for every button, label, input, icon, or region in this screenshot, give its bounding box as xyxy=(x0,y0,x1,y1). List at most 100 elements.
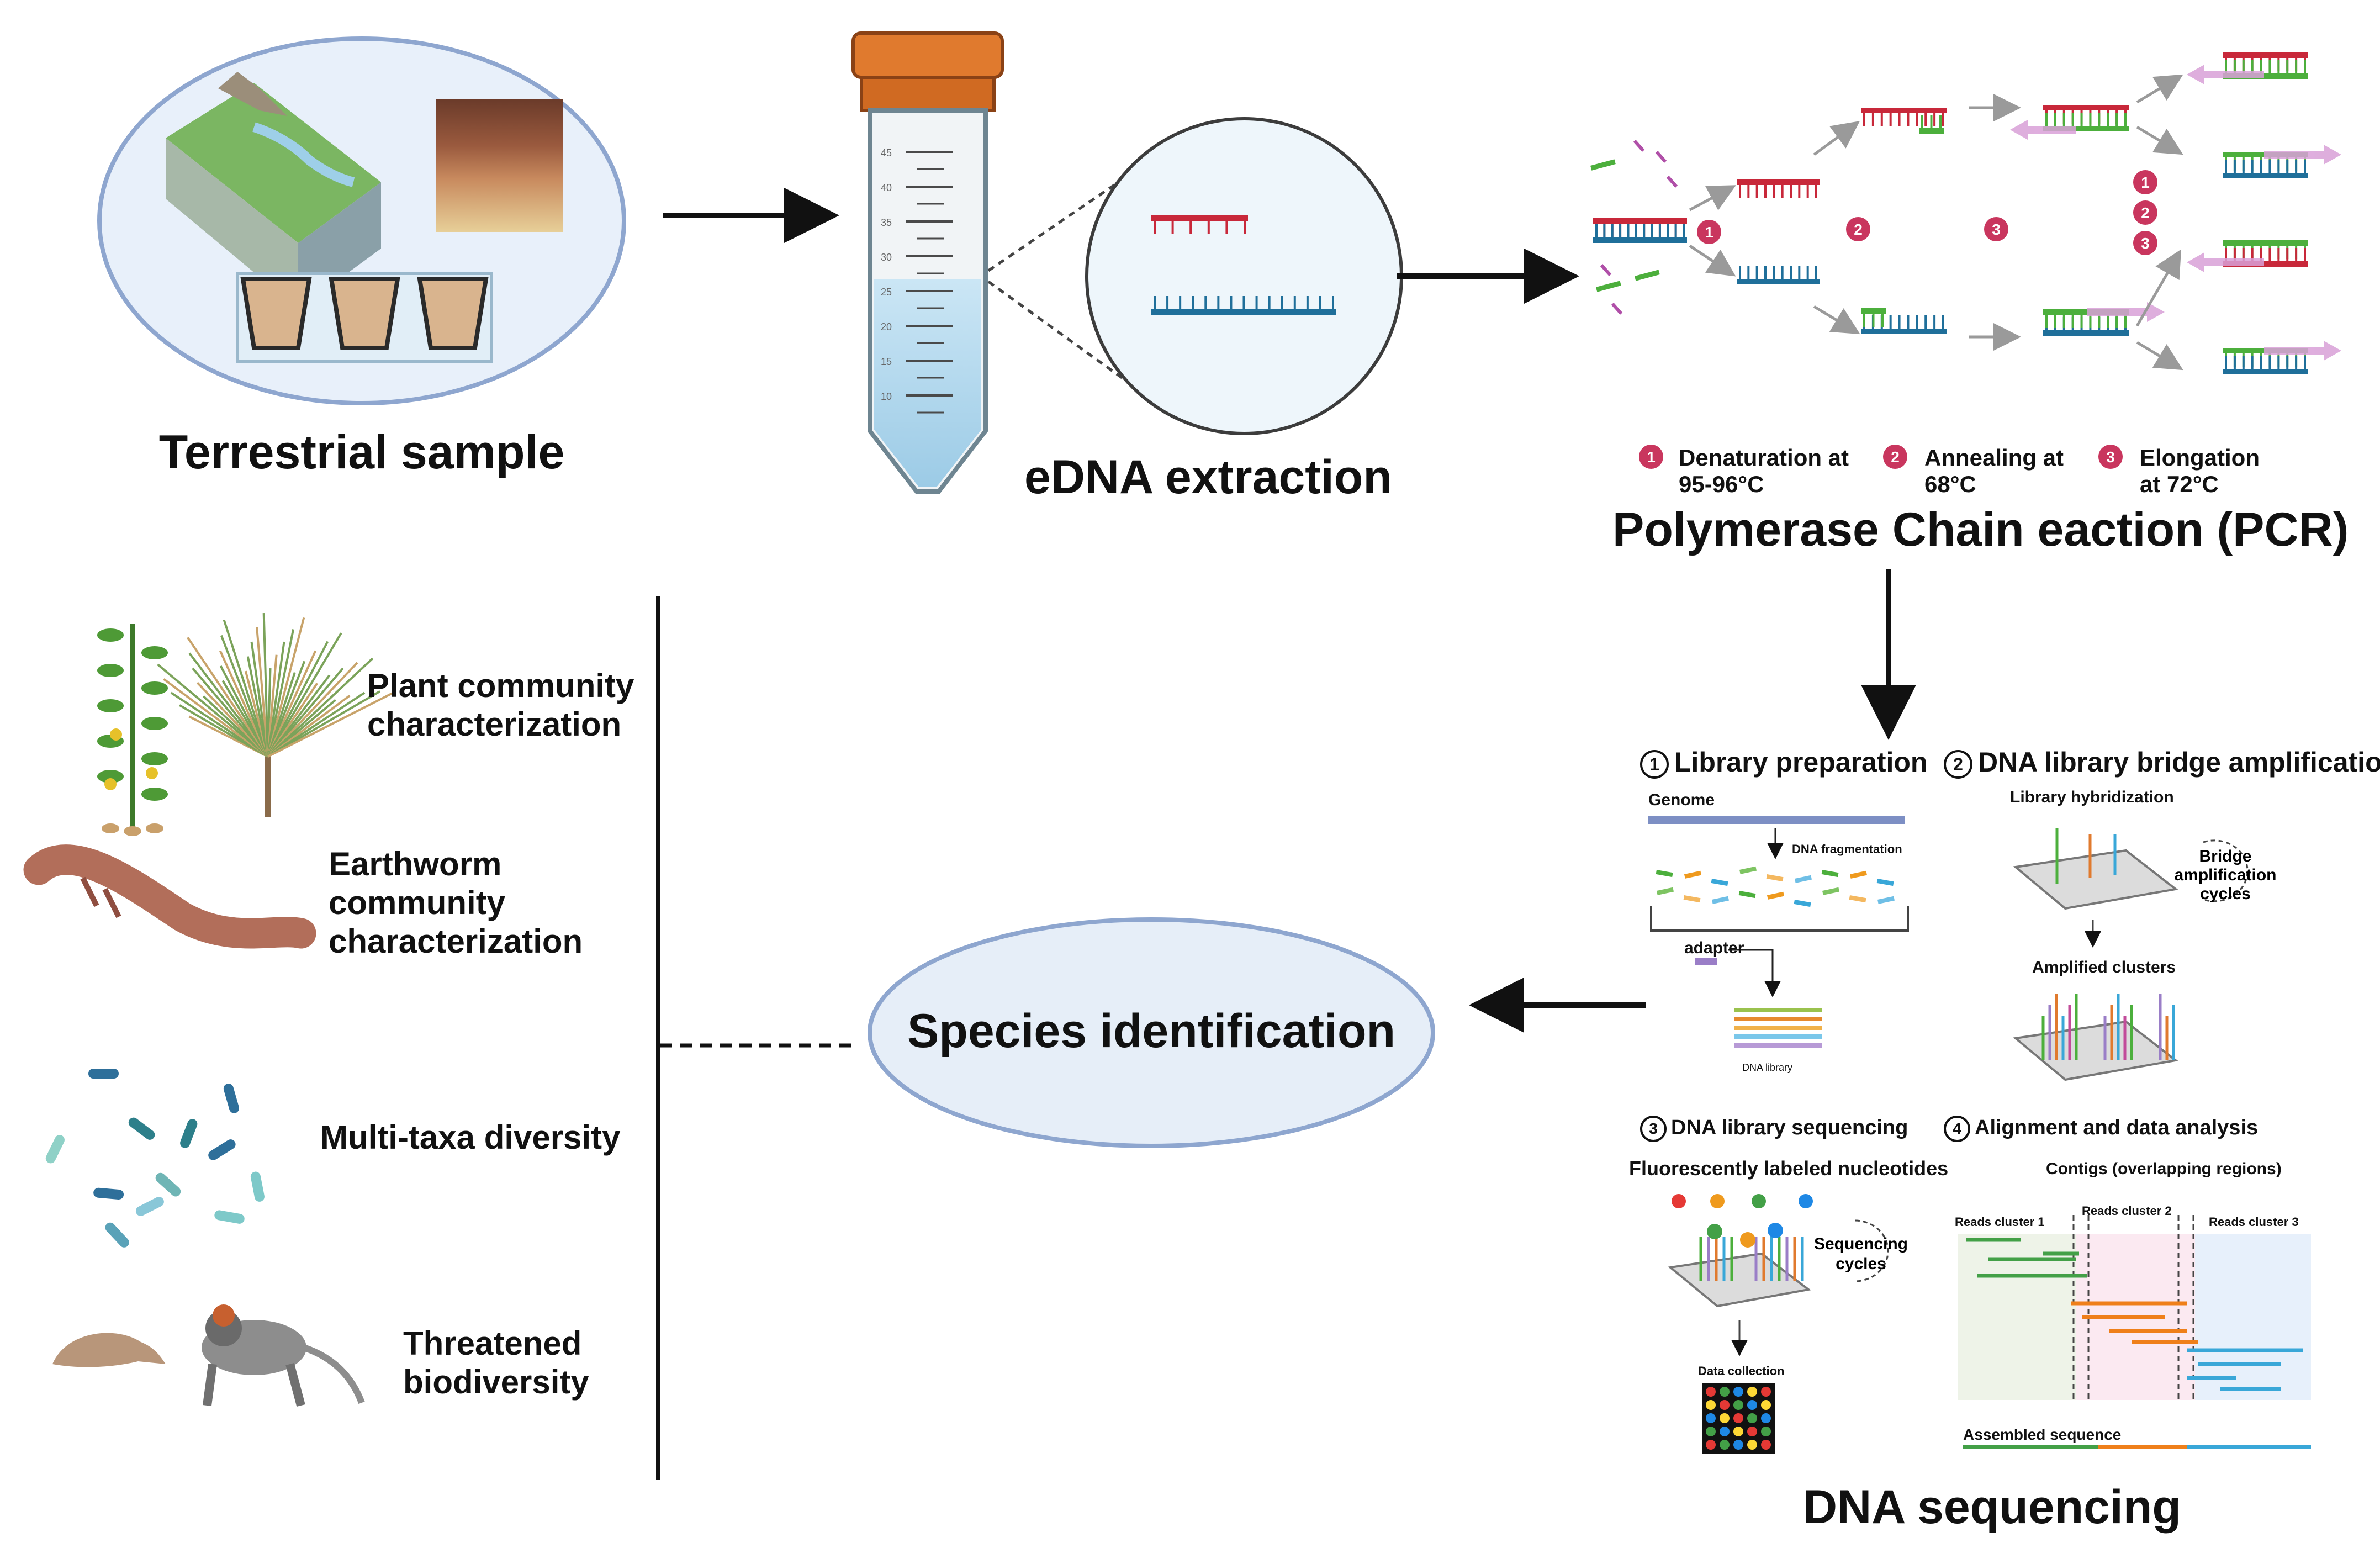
data-spot xyxy=(1761,1440,1771,1450)
flow-arrow xyxy=(1689,185,1736,212)
svg-text:2: 2 xyxy=(1891,448,1900,466)
data-spot xyxy=(1720,1413,1730,1423)
microbe xyxy=(155,1172,181,1197)
pangolin-icon xyxy=(52,1333,166,1367)
template-red xyxy=(1593,218,1687,237)
data-spot xyxy=(1720,1440,1730,1450)
dna-fragment xyxy=(1684,870,1702,879)
data-spot xyxy=(1733,1413,1743,1423)
step-marker-2: 2 xyxy=(1846,217,1870,241)
elongation-arrow xyxy=(2187,252,2264,272)
library-fragment xyxy=(1734,1043,1822,1048)
free-nucleotide xyxy=(1600,264,1612,276)
dna-fragment xyxy=(1711,879,1728,886)
flow-arrow xyxy=(2135,249,2181,327)
svg-text:3: 3 xyxy=(2141,235,2150,252)
primer-green xyxy=(1919,115,1944,134)
reads-cluster-1: Reads cluster 1 xyxy=(1955,1215,2045,1229)
tube-tick-label: 20 xyxy=(881,321,892,332)
step-marker-1: 1 xyxy=(1639,445,1663,469)
svg-text:1: 1 xyxy=(1647,448,1656,466)
data-spot xyxy=(1733,1400,1743,1410)
tube-tick-label: 45 xyxy=(881,147,892,159)
leaf xyxy=(97,628,124,642)
free-primer xyxy=(1634,270,1660,281)
data-spot xyxy=(1747,1440,1757,1450)
contigs-label: Contigs (overlapping regions) xyxy=(2046,1160,2282,1178)
red-strand xyxy=(1151,215,1248,234)
dna-fragment xyxy=(1877,896,1895,904)
leaf xyxy=(97,664,124,677)
flow-arrow xyxy=(2136,125,2183,155)
dna-fragment xyxy=(1795,875,1812,883)
twig xyxy=(256,627,269,757)
twig xyxy=(267,690,381,758)
data-spot xyxy=(1733,1427,1743,1436)
elongation-arrow xyxy=(2187,65,2264,84)
microbe xyxy=(105,1222,129,1248)
svg-text:1: 1 xyxy=(1705,224,1713,241)
plant-icon xyxy=(97,613,396,836)
twig xyxy=(267,617,305,757)
twig xyxy=(267,690,396,758)
flow-arrow xyxy=(2136,341,2183,371)
dna-fragment xyxy=(1821,870,1839,878)
step-marker-2: 2 xyxy=(1883,445,1907,469)
bridge-amplification-graphic xyxy=(2013,828,2249,1081)
microbe xyxy=(180,1119,198,1148)
free-nucleotide xyxy=(1611,303,1623,315)
alignment-graphic xyxy=(1958,1215,2311,1449)
step-marker-3: 3 xyxy=(2133,231,2157,255)
dna-fragment xyxy=(1876,879,1894,886)
microbe xyxy=(208,1139,236,1160)
denatured-red xyxy=(1737,179,1820,198)
step-marker-3: 3 xyxy=(1984,217,2008,241)
elongation-arrow xyxy=(2010,120,2076,140)
single-strand-dna-red xyxy=(1151,215,1248,234)
twig xyxy=(163,678,269,758)
denatured-blue xyxy=(1737,266,1820,284)
step-marker-1: 1 xyxy=(1697,220,1721,244)
pcr-flow-arrows xyxy=(1689,74,2183,371)
microbe xyxy=(135,1197,164,1216)
dna-fragment xyxy=(1712,896,1730,904)
peanut xyxy=(146,823,163,833)
application-microbes: Multi-taxa diversity xyxy=(320,1119,621,1156)
leaf xyxy=(141,681,168,695)
sequencing-graphic xyxy=(1668,1194,1889,1454)
amplified-clusters-label: Amplified clusters xyxy=(2032,958,2176,976)
step-marker-1: 1 xyxy=(2133,170,2157,194)
template-blue xyxy=(1593,224,1687,243)
dna-fragment xyxy=(1683,895,1701,903)
data-spot xyxy=(1747,1400,1757,1410)
svg-text:2: 2 xyxy=(1854,221,1863,238)
library-label: DNA library xyxy=(1742,1062,1793,1073)
primer-green xyxy=(1861,308,1886,327)
free-nucleotide xyxy=(1666,176,1678,188)
dna-fragment xyxy=(1849,895,1866,903)
twig xyxy=(223,619,269,757)
sequencing-title: DNA sequencing xyxy=(1803,1481,2181,1534)
twig xyxy=(267,629,295,757)
pcr-title: Polymerase Chain eaction (PCR) xyxy=(1612,503,2349,556)
data-spot xyxy=(1706,1440,1716,1450)
flower xyxy=(104,778,117,790)
leaf xyxy=(97,770,124,783)
data-spot xyxy=(1747,1387,1757,1397)
step-marker-2: 2 xyxy=(2133,200,2157,225)
nucleotides-label: Fluorescently labeled nucleotides xyxy=(1629,1157,1949,1180)
dna-fragment xyxy=(1794,900,1811,907)
free-primer xyxy=(1596,281,1621,292)
species-title: Species identification xyxy=(907,1005,1396,1058)
twig xyxy=(267,662,358,758)
twig xyxy=(267,657,374,758)
flower xyxy=(146,767,158,779)
dna-fragment xyxy=(1656,870,1673,878)
step-marker-3: 3 xyxy=(2098,445,2123,469)
